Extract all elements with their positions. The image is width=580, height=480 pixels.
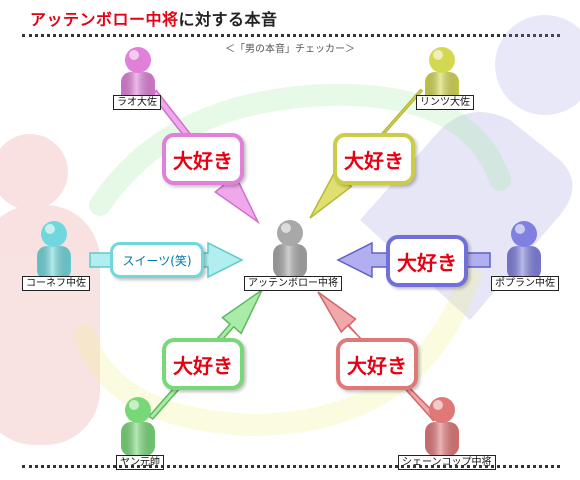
- page-title: アッテンボロー中将に対する本音: [30, 6, 278, 30]
- background-figure-left-icon: [0, 134, 100, 445]
- background-ring: [74, 83, 511, 437]
- name-label-rao: ラオ大佐: [113, 95, 161, 110]
- name-label-poplan: ポプラン中佐: [491, 276, 559, 291]
- title-rest: に対する本音: [178, 10, 278, 29]
- relation-bubble-yang: 大好き: [162, 338, 244, 390]
- person-yang-icon: [121, 397, 155, 456]
- person-schenkopp-icon: [425, 397, 459, 456]
- relation-bubble-poplan: 大好き: [386, 235, 468, 287]
- relation-bubble-konev: スイーツ(笑): [110, 242, 204, 278]
- relation-bubble-rinz: 大好き: [333, 133, 415, 185]
- name-label-rinz: リンツ大佐: [416, 95, 474, 110]
- name-label-konev: コーネフ中佐: [22, 276, 90, 291]
- relation-bubble-rao: 大好き: [162, 133, 244, 185]
- name-label-center: アッテンボロー中将: [244, 276, 342, 291]
- person-konev-icon: [37, 221, 71, 280]
- person-poplan-icon: [507, 221, 541, 280]
- person-center-icon: [273, 220, 307, 278]
- subtitle: ＜「男の本音」チェッカー＞: [225, 44, 355, 55]
- relation-bubble-schenkopp: 大好き: [336, 338, 418, 390]
- title-highlight: アッテンボロー中将: [30, 10, 179, 29]
- bottom-divider: [22, 465, 560, 468]
- top-divider: [22, 34, 560, 37]
